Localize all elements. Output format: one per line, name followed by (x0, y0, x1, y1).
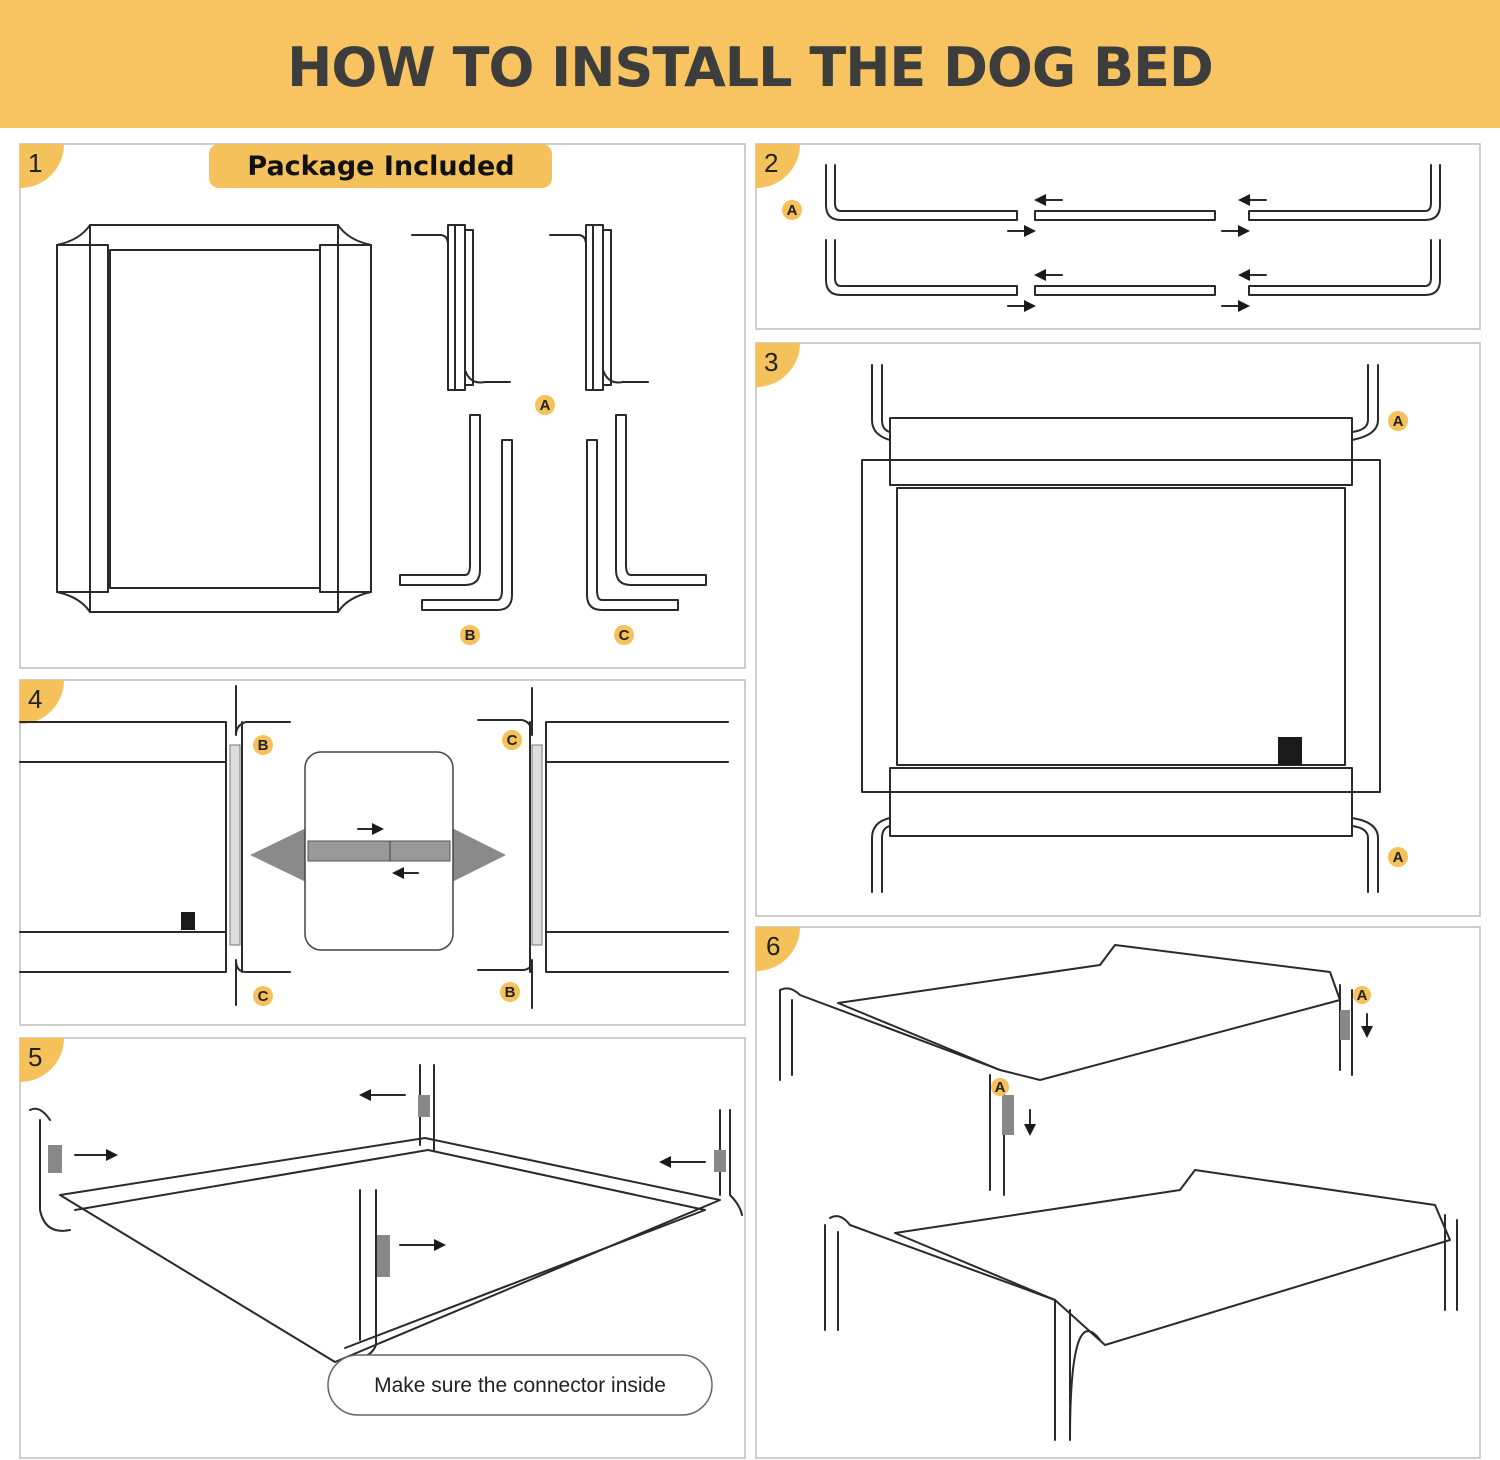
frame-right-corner (477, 687, 729, 1009)
bed-perspective (29, 1064, 743, 1363)
bed-assembled-step (779, 944, 1373, 1196)
label-c: C (619, 627, 630, 644)
package-heading: Package Included (247, 151, 514, 182)
label-a: A (540, 397, 551, 414)
pipe-row (825, 239, 1441, 312)
step-corner (20, 144, 64, 188)
pipe-row (825, 164, 1441, 237)
header-banner: HOW TO INSTALL THE DOG BED (0, 0, 1500, 128)
label-a: A (1357, 987, 1368, 1004)
caption-pill (327, 1354, 713, 1416)
connector-caption: Make sure the connector inside (374, 1374, 666, 1397)
label-b: B (465, 627, 476, 644)
pipe-c-set (586, 414, 707, 611)
step-number: 3 (764, 347, 778, 377)
pipe-a-set (411, 224, 649, 391)
step-number: 6 (766, 931, 780, 961)
pipe-b-set (399, 414, 513, 611)
label-b: B (505, 984, 516, 1001)
brand-tag (1278, 737, 1302, 765)
label-a: A (1393, 413, 1404, 430)
step-number: 1 (28, 148, 42, 178)
step-5-panel: 5 Make sure the connector inside (19, 1037, 746, 1459)
step-number: 2 (764, 148, 778, 178)
step-number: 5 (28, 1042, 42, 1072)
step-number: 4 (28, 684, 42, 714)
connector-detail (250, 751, 506, 951)
label-a: A (787, 202, 798, 219)
step-3-panel: 3 A A (755, 342, 1481, 917)
step-1-panel: 1 Package Included A B C (19, 143, 746, 669)
bed-fabric-flat (56, 224, 372, 613)
step-2-panel: 2 A (755, 143, 1481, 330)
page-title: HOW TO INSTALL THE DOG BED (287, 36, 1213, 99)
label-a: A (995, 1079, 1006, 1096)
step-6-panel: 6 A A (755, 926, 1481, 1459)
package-heading-badge (209, 144, 552, 188)
bed-complete (824, 1169, 1458, 1441)
label-a: A (1393, 849, 1404, 866)
label-b: B (258, 737, 269, 754)
step-4-panel: 4 B C C B (19, 679, 746, 1026)
bed-top-view (861, 364, 1381, 893)
frame-left-corner (19, 685, 291, 1006)
label-c: C (258, 988, 269, 1005)
label-c: C (507, 732, 518, 749)
